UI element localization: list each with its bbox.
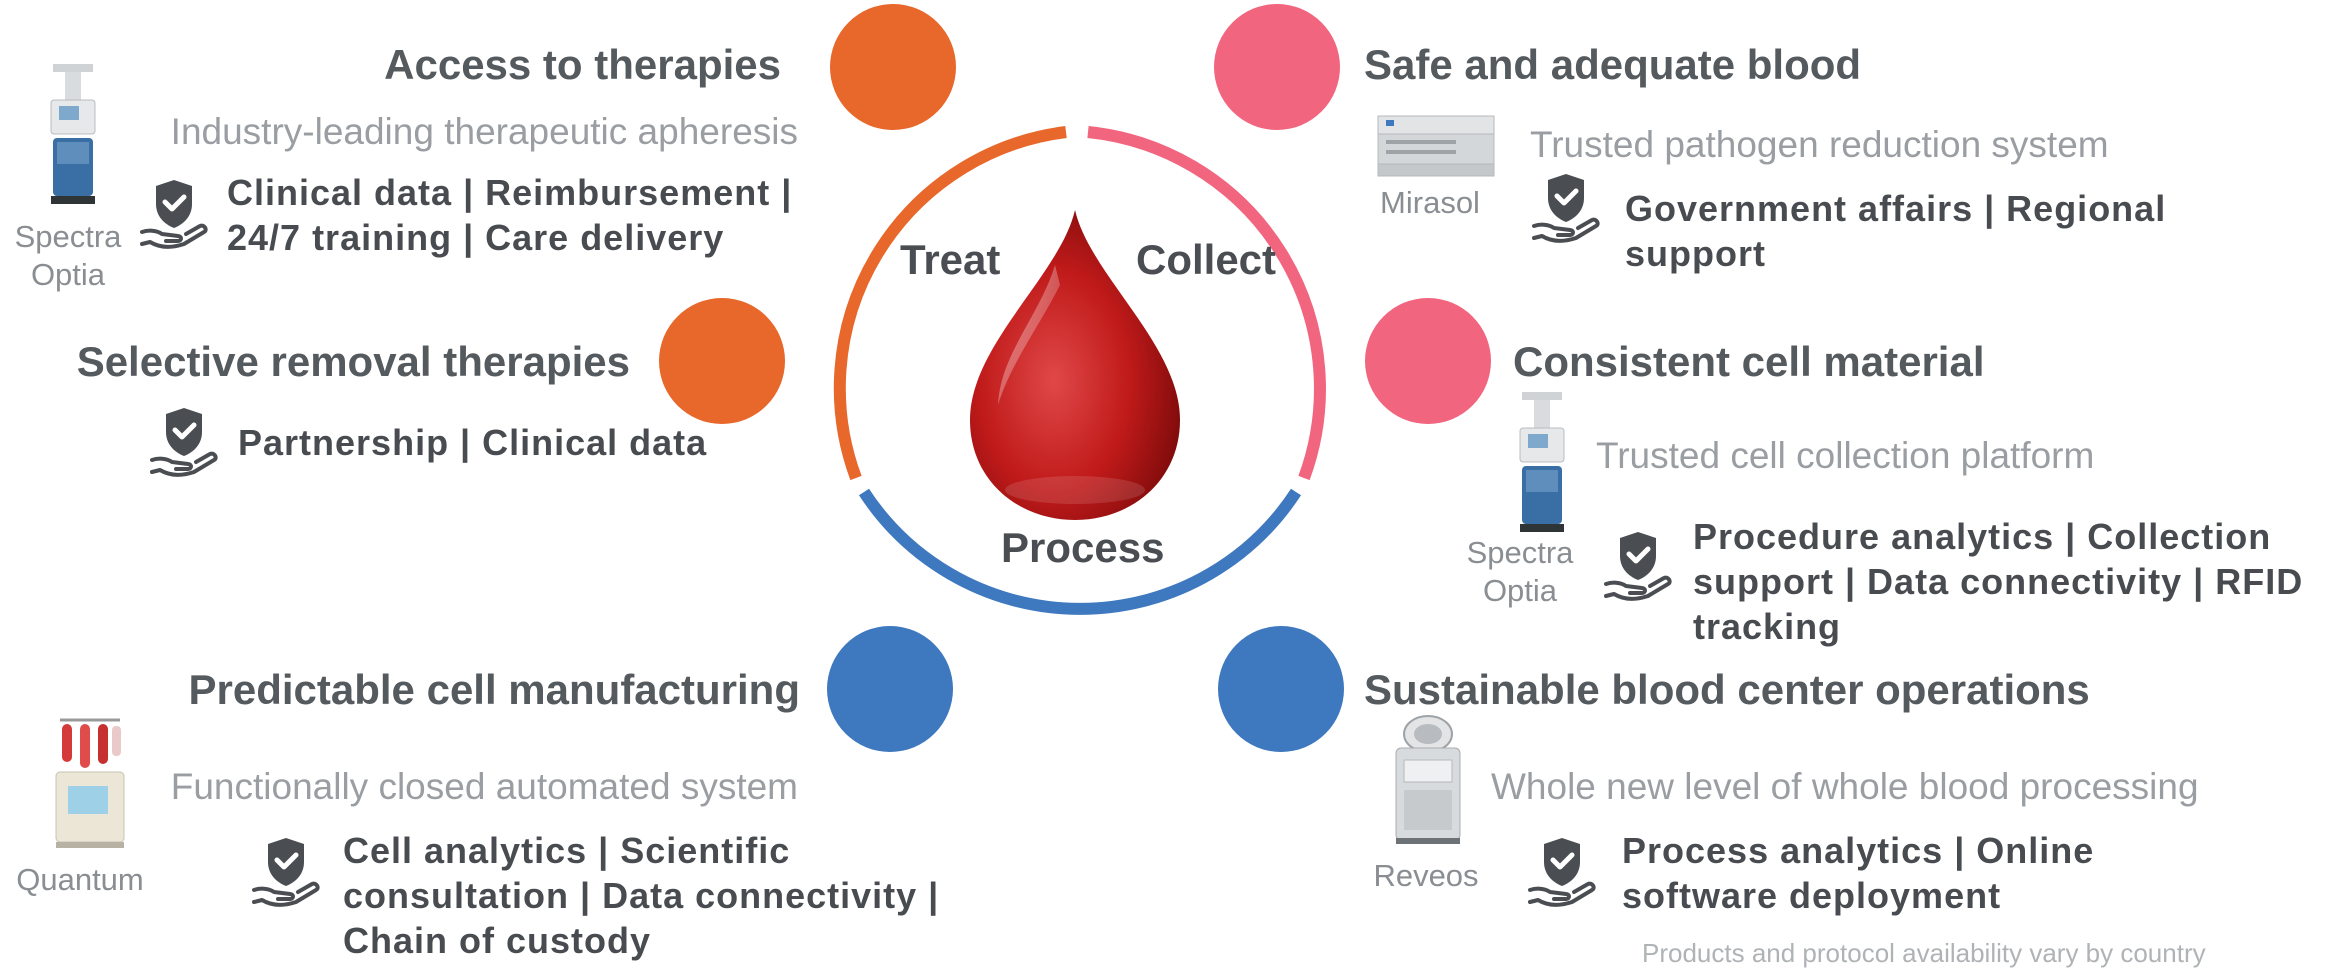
treat-arc <box>833 126 1067 481</box>
safe-blood-product-label: Mirasol <box>1380 185 1480 220</box>
access-product-label: Spectra Optia <box>14 219 122 292</box>
process-arc <box>858 488 1302 615</box>
circle-selective <box>659 298 785 424</box>
process-label: Process <box>1001 524 1165 571</box>
collect-arc <box>1087 126 1326 481</box>
consistent-title: Consistent cell material <box>1513 338 1985 385</box>
sustainable-title: Sustainable blood center operations <box>1364 666 2090 713</box>
circle-sustainable <box>1218 626 1344 752</box>
shield-hand-icon <box>150 408 218 477</box>
shield-hand-icon <box>1528 838 1596 907</box>
center-ring <box>833 126 1326 615</box>
shield-hand-icon <box>1532 174 1600 243</box>
predictable-title: Predictable cell manufacturing <box>188 666 800 713</box>
safe-blood-features: Government affairs | Regional support <box>1625 188 2167 274</box>
circle-access <box>830 4 956 130</box>
collect-label: Collect <box>1136 236 1277 283</box>
footnote: Products and protocol availability vary … <box>1642 938 2206 968</box>
sustainable-product-label: Reveos <box>1373 858 1479 893</box>
spectra-optia-device-icon <box>50 64 96 204</box>
consistent-features: Procedure analytics | Collection support… <box>1693 516 2304 647</box>
access-title: Access to therapies <box>384 41 781 88</box>
selective-features: Partnership | Clinical data <box>238 422 708 463</box>
predictable-subtitle: Functionally closed automated system <box>170 766 798 807</box>
sustainable-features: Process analytics | Online software depl… <box>1622 830 2095 916</box>
treat-label: Treat <box>900 236 1001 283</box>
circle-predictable <box>827 626 953 752</box>
quantum-device-icon <box>55 718 125 848</box>
mirasol-device-icon <box>1377 115 1495 177</box>
sustainable-subtitle: Whole new level of whole blood processin… <box>1491 766 2199 807</box>
spectra-optia-device-icon <box>1519 392 1565 532</box>
predictable-product-label: Quantum <box>16 862 144 897</box>
circle-consistent <box>1365 298 1491 424</box>
consistent-product-label: Spectra Optia <box>1466 535 1574 608</box>
shield-hand-icon <box>140 180 208 249</box>
shield-hand-icon <box>1604 532 1672 601</box>
consistent-subtitle: Trusted cell collection platform <box>1596 435 2095 476</box>
circle-safe-blood <box>1214 4 1340 130</box>
blood-drop-icon <box>970 210 1180 520</box>
safe-blood-subtitle: Trusted pathogen reduction system <box>1530 124 2109 165</box>
safe-blood-title: Safe and adequate blood <box>1364 41 1862 88</box>
selective-title: Selective removal therapies <box>76 338 630 385</box>
access-features: Clinical data | Reimbursement | 24/7 tra… <box>227 172 793 258</box>
reveos-device-icon <box>1395 715 1461 844</box>
shield-hand-icon <box>252 838 320 907</box>
access-subtitle: Industry-leading therapeutic apheresis <box>170 111 798 152</box>
predictable-features: Cell analytics | Scientific consultation… <box>343 830 940 961</box>
